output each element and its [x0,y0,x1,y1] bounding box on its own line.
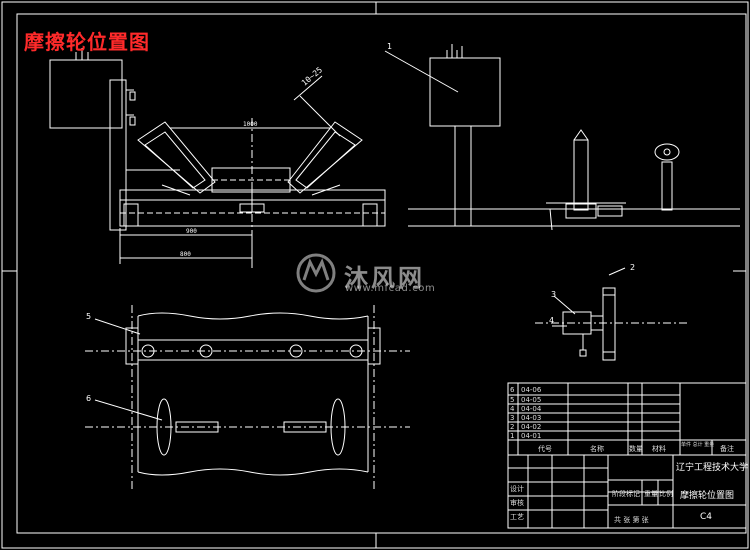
label-process: 工艺 [510,513,524,521]
watermark-brand: 沐风网 [344,264,425,292]
detail-view [535,267,690,361]
part-row-code: 04-01 [521,432,542,440]
drawing-name: 摩擦轮位置图 [680,491,735,501]
school-name: 辽宁工程技术大学 [676,463,749,473]
plan-view [85,305,410,490]
label-check: 审核 [510,499,524,507]
part-row-no: 5 [510,396,515,404]
part-row-code: 04-03 [521,414,542,422]
part-row-code: 04-04 [521,405,542,413]
border-frame [16,13,747,534]
header-material: 材料 [652,445,666,453]
callout-5: 5 [86,312,92,321]
header-code: 代号 [538,445,552,453]
callout-2: 2 [630,263,636,272]
dimension-bottom-span: 900 [186,228,197,235]
watermark-logo-icon [296,253,336,293]
header-weight: 单件 总计 重量 [681,442,715,448]
label-scale: 比例 [659,490,673,498]
callout-3: 3 [551,290,557,299]
callout-4: 4 [549,316,555,325]
part-row-code: 04-05 [521,396,542,404]
dimension-lower-span: 800 [180,251,191,258]
part-row-no: 3 [510,414,515,422]
part-row-code: 04-06 [521,386,542,394]
label-sheet: 共 张 第 张 [614,516,649,524]
header-qty: 数量 [629,445,643,453]
drawing-number: C4 [700,512,713,522]
front-view [49,48,386,268]
label-stage: 阶段标记 [612,490,640,498]
title-block [507,382,747,529]
dimension-top-span: 1000 [243,121,258,128]
part-row-no: 4 [510,405,515,413]
header-notes: 备注 [720,445,734,453]
part-row-no: 1 [510,432,515,440]
label-weight: 重量 [644,490,658,498]
callout-6: 6 [86,394,92,403]
part-row-no: 6 [510,386,515,394]
label-design: 设计 [510,485,524,493]
callout-1: 1 [387,42,393,51]
watermark-url: www.mfcad.com [345,283,436,294]
part-row-code: 04-02 [521,423,542,431]
side-view [384,44,740,231]
drawing-title: 摩擦轮位置图 [24,30,150,54]
part-row-no: 2 [510,423,515,431]
header-name: 名称 [590,445,604,453]
